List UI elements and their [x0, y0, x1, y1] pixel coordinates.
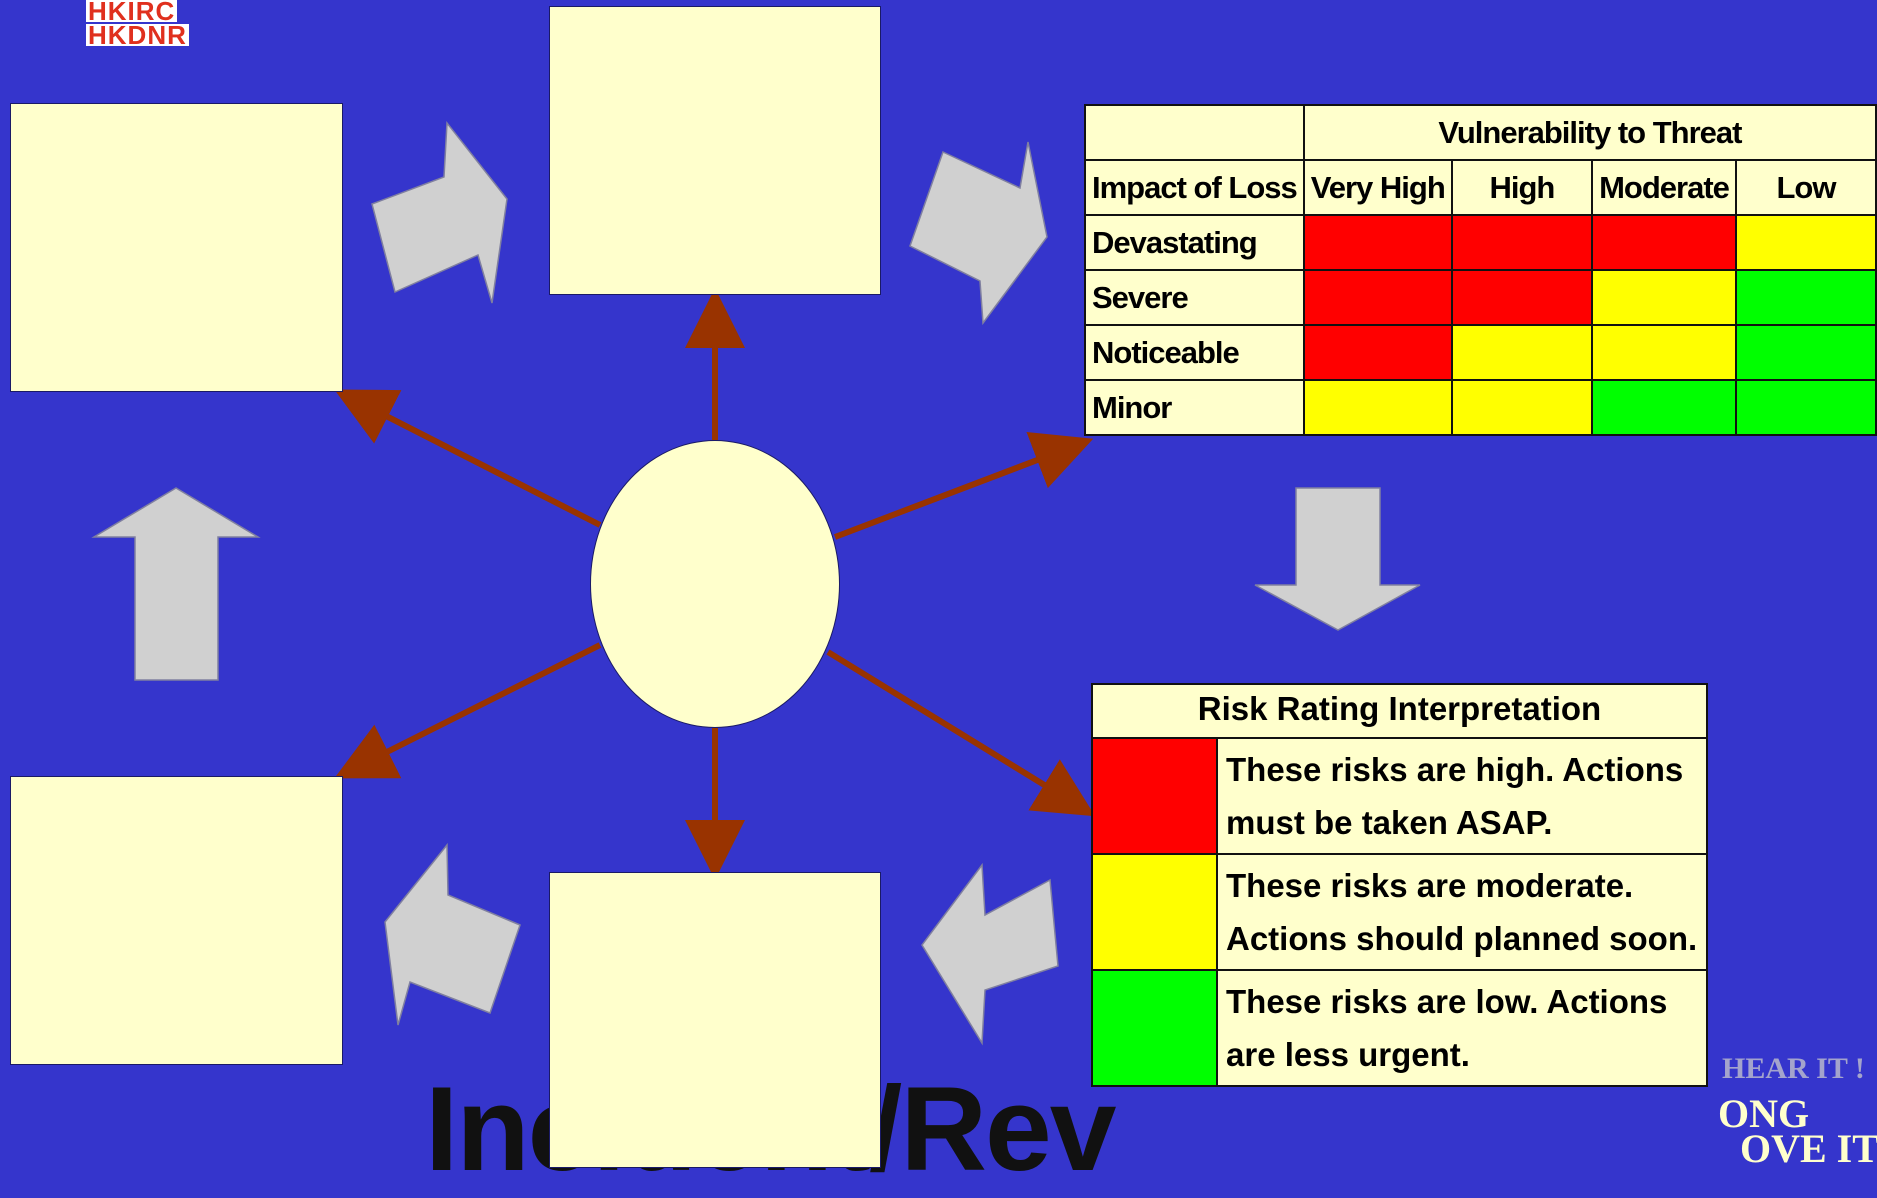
- matrix-cell-green: [1734, 269, 1877, 326]
- logo-line-1: HKIRC: [86, 0, 178, 26]
- matrix-corner-cell: [1084, 104, 1305, 161]
- interpretation-text: These risks are moderate. Actions should…: [1216, 853, 1708, 971]
- process-diagram-canvas: [91, 120, 1421, 1046]
- matrix-row: Severe: [1084, 269, 1877, 326]
- process-box-bottom-left: [10, 776, 343, 1065]
- connector-to-matrix: [833, 432, 1094, 540]
- matrix-cell-green: [1734, 324, 1877, 381]
- matrix-row-header: Impact of Loss: [1084, 159, 1305, 216]
- matrix-cell-green: [1591, 379, 1737, 436]
- matrix-cell-red: [1450, 214, 1594, 271]
- matrix-cell-red: [1302, 324, 1453, 381]
- central-hub-ellipse: [590, 440, 840, 728]
- connector-to-interpretation: [826, 649, 1096, 817]
- matrix-cell-yellow: [1302, 379, 1453, 436]
- process-box-bottom-overlay: [549, 872, 881, 1168]
- matrix-column-header: Low: [1734, 159, 1877, 216]
- process-box-top-left: [10, 103, 343, 392]
- cycle-arrow-bottom-left: [384, 842, 521, 1026]
- slogan-line-2: ONG: [1718, 1091, 1810, 1136]
- interpretation-swatch-green: [1091, 969, 1218, 1087]
- matrix-header-row-top: Vulnerability to Threat: [1084, 104, 1877, 161]
- logo-line-2: HKDNR: [86, 20, 189, 50]
- cycle-arrow-top-right: [909, 141, 1048, 326]
- interpretation-row: These risks are moderate. Actions should…: [1091, 853, 1708, 971]
- interpretation-swatch-red: [1091, 737, 1218, 855]
- cycle-arrow-up: [91, 487, 261, 681]
- matrix-cell-yellow: [1591, 324, 1737, 381]
- interpretation-header-row: Risk Rating Interpretation: [1091, 683, 1708, 739]
- matrix-cell-yellow: [1591, 269, 1737, 326]
- matrix-column-header: Moderate: [1591, 159, 1737, 216]
- matrix-cell-red: [1302, 269, 1453, 326]
- matrix-row: Devastating: [1084, 214, 1877, 271]
- matrix-cell-red: [1591, 214, 1737, 271]
- matrix-impact-label: Devastating: [1084, 214, 1305, 271]
- interpretation-swatch-yellow: [1091, 853, 1218, 971]
- interpretation-text: These risks are low. Actions are less ur…: [1216, 969, 1708, 1087]
- interpretation-row: These risks are low. Actions are less ur…: [1091, 969, 1708, 1087]
- connector-to-top-left: [334, 389, 602, 528]
- process-box-top: [549, 6, 881, 295]
- matrix-vulnerability-header: Vulnerability to Threat: [1302, 104, 1877, 161]
- matrix-impact-label: Minor: [1084, 379, 1305, 436]
- hkirc-logo: HKIRC HKDNR: [86, 0, 189, 48]
- matrix-row: Minor: [1084, 379, 1877, 436]
- matrix-cell-red: [1302, 214, 1453, 271]
- cycle-arrow-down: [1254, 487, 1421, 631]
- cycle-arrow-top-left: [371, 120, 508, 304]
- matrix-row: Noticeable: [1084, 324, 1877, 381]
- cycle-arrow-bottom-right: [921, 862, 1059, 1046]
- matrix-cell-green: [1734, 379, 1877, 436]
- matrix-cell-yellow: [1450, 379, 1594, 436]
- matrix-cell-yellow: [1450, 324, 1594, 381]
- matrix-cell-red: [1450, 269, 1594, 326]
- slogan-line-3: OVE IT!: [1740, 1126, 1877, 1171]
- interpretation-row: These risks are high. Actions must be ta…: [1091, 737, 1708, 855]
- risk-matrix-table: Vulnerability to Threat Impact of Loss V…: [1084, 104, 1877, 436]
- risk-interpretation-table: Risk Rating Interpretation These risks a…: [1091, 683, 1708, 1087]
- slogan-line-1: HEAR IT !: [1722, 1052, 1865, 1085]
- matrix-column-header: High: [1450, 159, 1594, 216]
- matrix-impact-label: Noticeable: [1084, 324, 1305, 381]
- interpretation-text: These risks are high. Actions must be ta…: [1216, 737, 1708, 855]
- matrix-cell-yellow: [1734, 214, 1877, 271]
- matrix-impact-label: Severe: [1084, 269, 1305, 326]
- interpretation-title: Risk Rating Interpretation: [1091, 683, 1708, 739]
- connector-to-bottom-left: [334, 642, 602, 779]
- matrix-column-header: Very High: [1302, 159, 1453, 216]
